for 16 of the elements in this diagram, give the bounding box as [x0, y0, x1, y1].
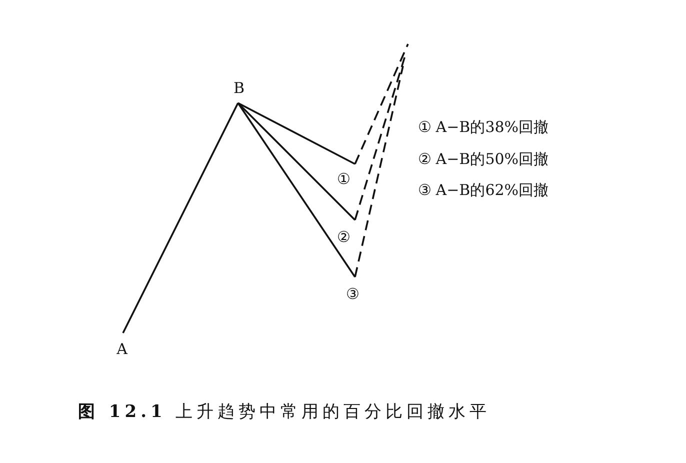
dashed-line — [354, 66, 404, 278]
dashed-line — [354, 56, 406, 220]
legend-text: ② A−B的50%回撤 — [418, 150, 549, 168]
point-label: A — [114, 333, 130, 357]
point-label: ③ — [346, 277, 364, 302]
price-line — [238, 102, 356, 165]
legend-text: ③ A−B的62%回撤 — [418, 181, 549, 199]
point-label: ① — [337, 164, 355, 187]
figure-caption: 图 12.1 上升趋势中常用的百分比回撤水平 — [78, 401, 491, 423]
dashed-line — [354, 44, 409, 164]
price-line — [237, 102, 356, 278]
price-line — [237, 102, 356, 221]
point-label: ② — [337, 220, 355, 245]
point-label: B — [231, 80, 247, 103]
legend-text: ① A−B的38%回撤 — [418, 118, 549, 136]
price-line — [122, 102, 239, 334]
